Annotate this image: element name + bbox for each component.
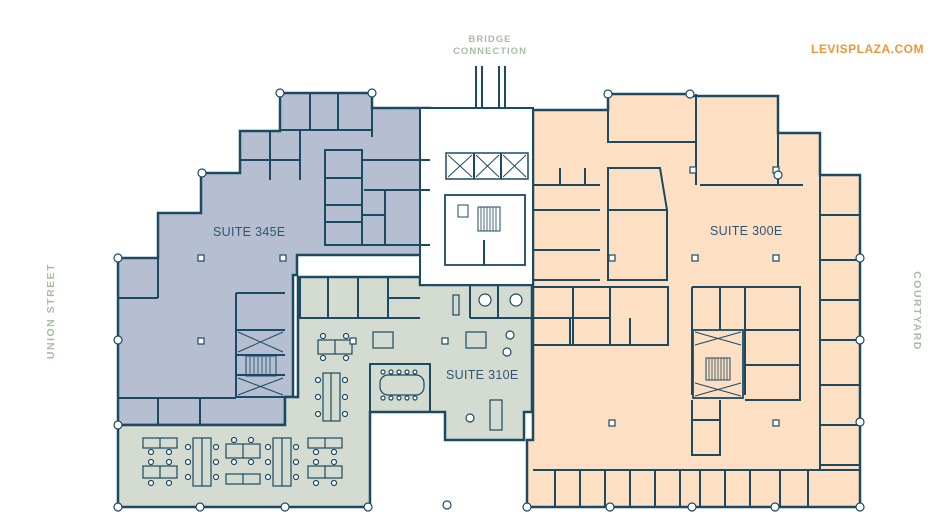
union-street-label: UNION STREET [45, 262, 57, 360]
suite-300e-label[interactable]: SUITE 300E [710, 224, 783, 238]
suite-300e-area[interactable] [525, 92, 862, 509]
suite-310e-label[interactable]: SUITE 310E [446, 368, 519, 382]
courtyard-label: COURTYARD [911, 271, 923, 351]
exterior-column-marker [442, 500, 452, 510]
website-link[interactable]: LEVISPLAZA.COM [810, 42, 924, 56]
bridge-connection-label: BRIDGE CONNECTION [440, 34, 540, 58]
bridge-label-line2: CONNECTION [453, 46, 527, 57]
building-core [419, 107, 534, 286]
bridge-label-line1: BRIDGE [468, 34, 512, 45]
suite-345e-label[interactable]: SUITE 345E [213, 225, 286, 239]
